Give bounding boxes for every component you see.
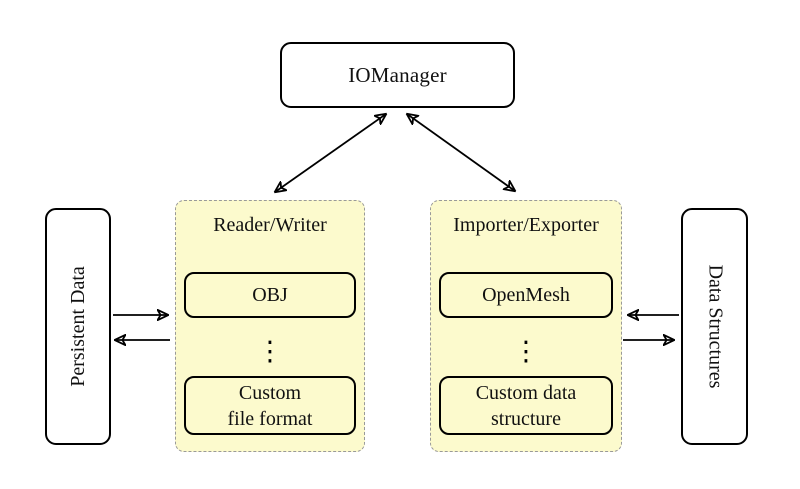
arrow-iomanager-importer-exporter xyxy=(407,114,515,191)
node-data-structures: Data Structures xyxy=(681,208,748,445)
item-custom-data-structure-line1: Custom data xyxy=(475,381,577,404)
node-data-structures-label: Data Structures xyxy=(704,264,727,389)
arrow-iomanager-reader-writer xyxy=(275,114,386,192)
node-iomanager-label: IOManager xyxy=(348,62,447,87)
node-iomanager: IOManager xyxy=(280,42,515,108)
group-reader-writer-title: Reader/Writer xyxy=(213,214,327,236)
item-custom-file-format-line2: file format xyxy=(227,407,313,430)
group-importer-exporter: Importer/Exporter OpenMesh ⋮ Custom data… xyxy=(430,200,622,452)
item-custom-file-format-line1: Custom xyxy=(238,381,302,404)
group-importer-exporter-title: Importer/Exporter xyxy=(453,214,599,236)
group-reader-writer: Reader/Writer OBJ ⋮ Custom file format xyxy=(175,200,365,452)
vertical-ellipsis-icon: ⋮ xyxy=(176,329,364,373)
item-openmesh-label: OpenMesh xyxy=(482,284,570,306)
item-custom-file-format: Custom file format xyxy=(184,376,356,435)
vertical-ellipsis-glyph: ⋮ xyxy=(256,335,284,367)
node-persistent-data-label: Persistent Data xyxy=(66,266,89,387)
item-custom-data-structure-line2: structure xyxy=(491,407,561,430)
node-persistent-data: Persistent Data xyxy=(45,208,111,445)
item-custom-data-structure: Custom data structure xyxy=(439,376,613,435)
item-openmesh: OpenMesh xyxy=(439,272,613,318)
item-obj-label: OBJ xyxy=(252,284,288,306)
vertical-ellipsis-icon: ⋮ xyxy=(431,329,621,373)
item-obj: OBJ xyxy=(184,272,356,318)
vertical-ellipsis-glyph: ⋮ xyxy=(512,335,540,367)
